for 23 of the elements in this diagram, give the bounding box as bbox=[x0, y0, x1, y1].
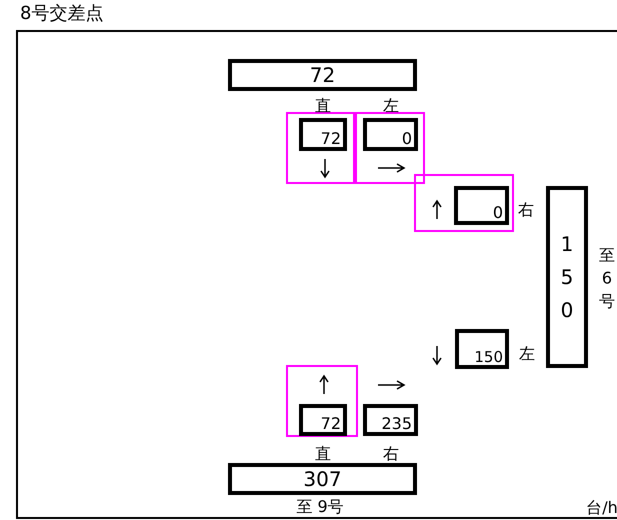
highlight-frame bbox=[355, 112, 425, 184]
movement-label: 左 bbox=[519, 346, 535, 362]
highlight-frame bbox=[286, 365, 358, 437]
unit-label: 台/h bbox=[586, 500, 617, 516]
count-box: 235 bbox=[363, 404, 418, 436]
movement-label: 直 bbox=[315, 98, 331, 114]
destination-label: 至 9号 bbox=[296, 499, 344, 515]
count-box: 72 bbox=[299, 404, 347, 436]
approach-total-box: 72 bbox=[228, 59, 417, 91]
highlight-frame bbox=[414, 174, 514, 232]
count-box: 0 bbox=[454, 186, 509, 225]
count-box: 0 bbox=[363, 118, 418, 151]
movement-label: 右 bbox=[518, 202, 534, 218]
count-box: 150 bbox=[455, 329, 509, 369]
destination-label: 至 6号 bbox=[598, 244, 616, 312]
movement-label: 直 bbox=[315, 446, 331, 462]
approach-total-box: 150 bbox=[546, 186, 588, 368]
highlight-frame bbox=[286, 112, 355, 184]
approach-total-box: 307 bbox=[228, 463, 417, 495]
movement-label: 右 bbox=[383, 446, 399, 462]
movement-label: 左 bbox=[383, 98, 399, 114]
title: 8号交差点 bbox=[20, 5, 104, 23]
count-box: 72 bbox=[299, 118, 347, 151]
